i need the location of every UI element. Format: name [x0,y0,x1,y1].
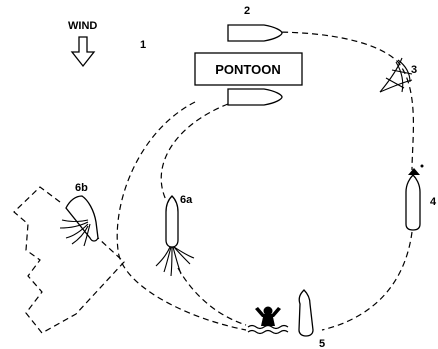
route-path-4-to-5 [321,231,413,331]
boat-position-5 [298,289,314,337]
wind-arrow-icon [70,36,96,68]
route-path-to-6a [160,103,229,201]
wind-label: WIND [68,20,97,32]
position-label-6a: 6a [180,194,193,206]
position-label-1: 1 [140,39,146,51]
boat-position-6b [59,195,99,247]
position-label-3: 3 [411,64,417,76]
position-label-6b: 6b [75,182,88,194]
position-label-2: 2 [244,5,250,17]
lifebuoy-marker-icon [408,164,424,175]
position-label-5: 5 [319,338,325,349]
drift-path-6b [13,186,125,334]
boat-position-3 [379,57,413,93]
boat-at-pontoon [227,88,283,106]
boat-position-6a [155,195,195,277]
route-path-6a-to-5 [177,267,247,326]
route-path-to-6b [116,101,247,331]
pontoon [194,52,303,86]
boat-position-2 [227,24,283,42]
person-overboard-icon [247,306,289,335]
route-path-2-to-4 [271,31,414,171]
position-label-4: 4 [430,196,437,208]
boat-position-4 [405,174,421,231]
pontoon-label: PONTOON [215,62,281,77]
